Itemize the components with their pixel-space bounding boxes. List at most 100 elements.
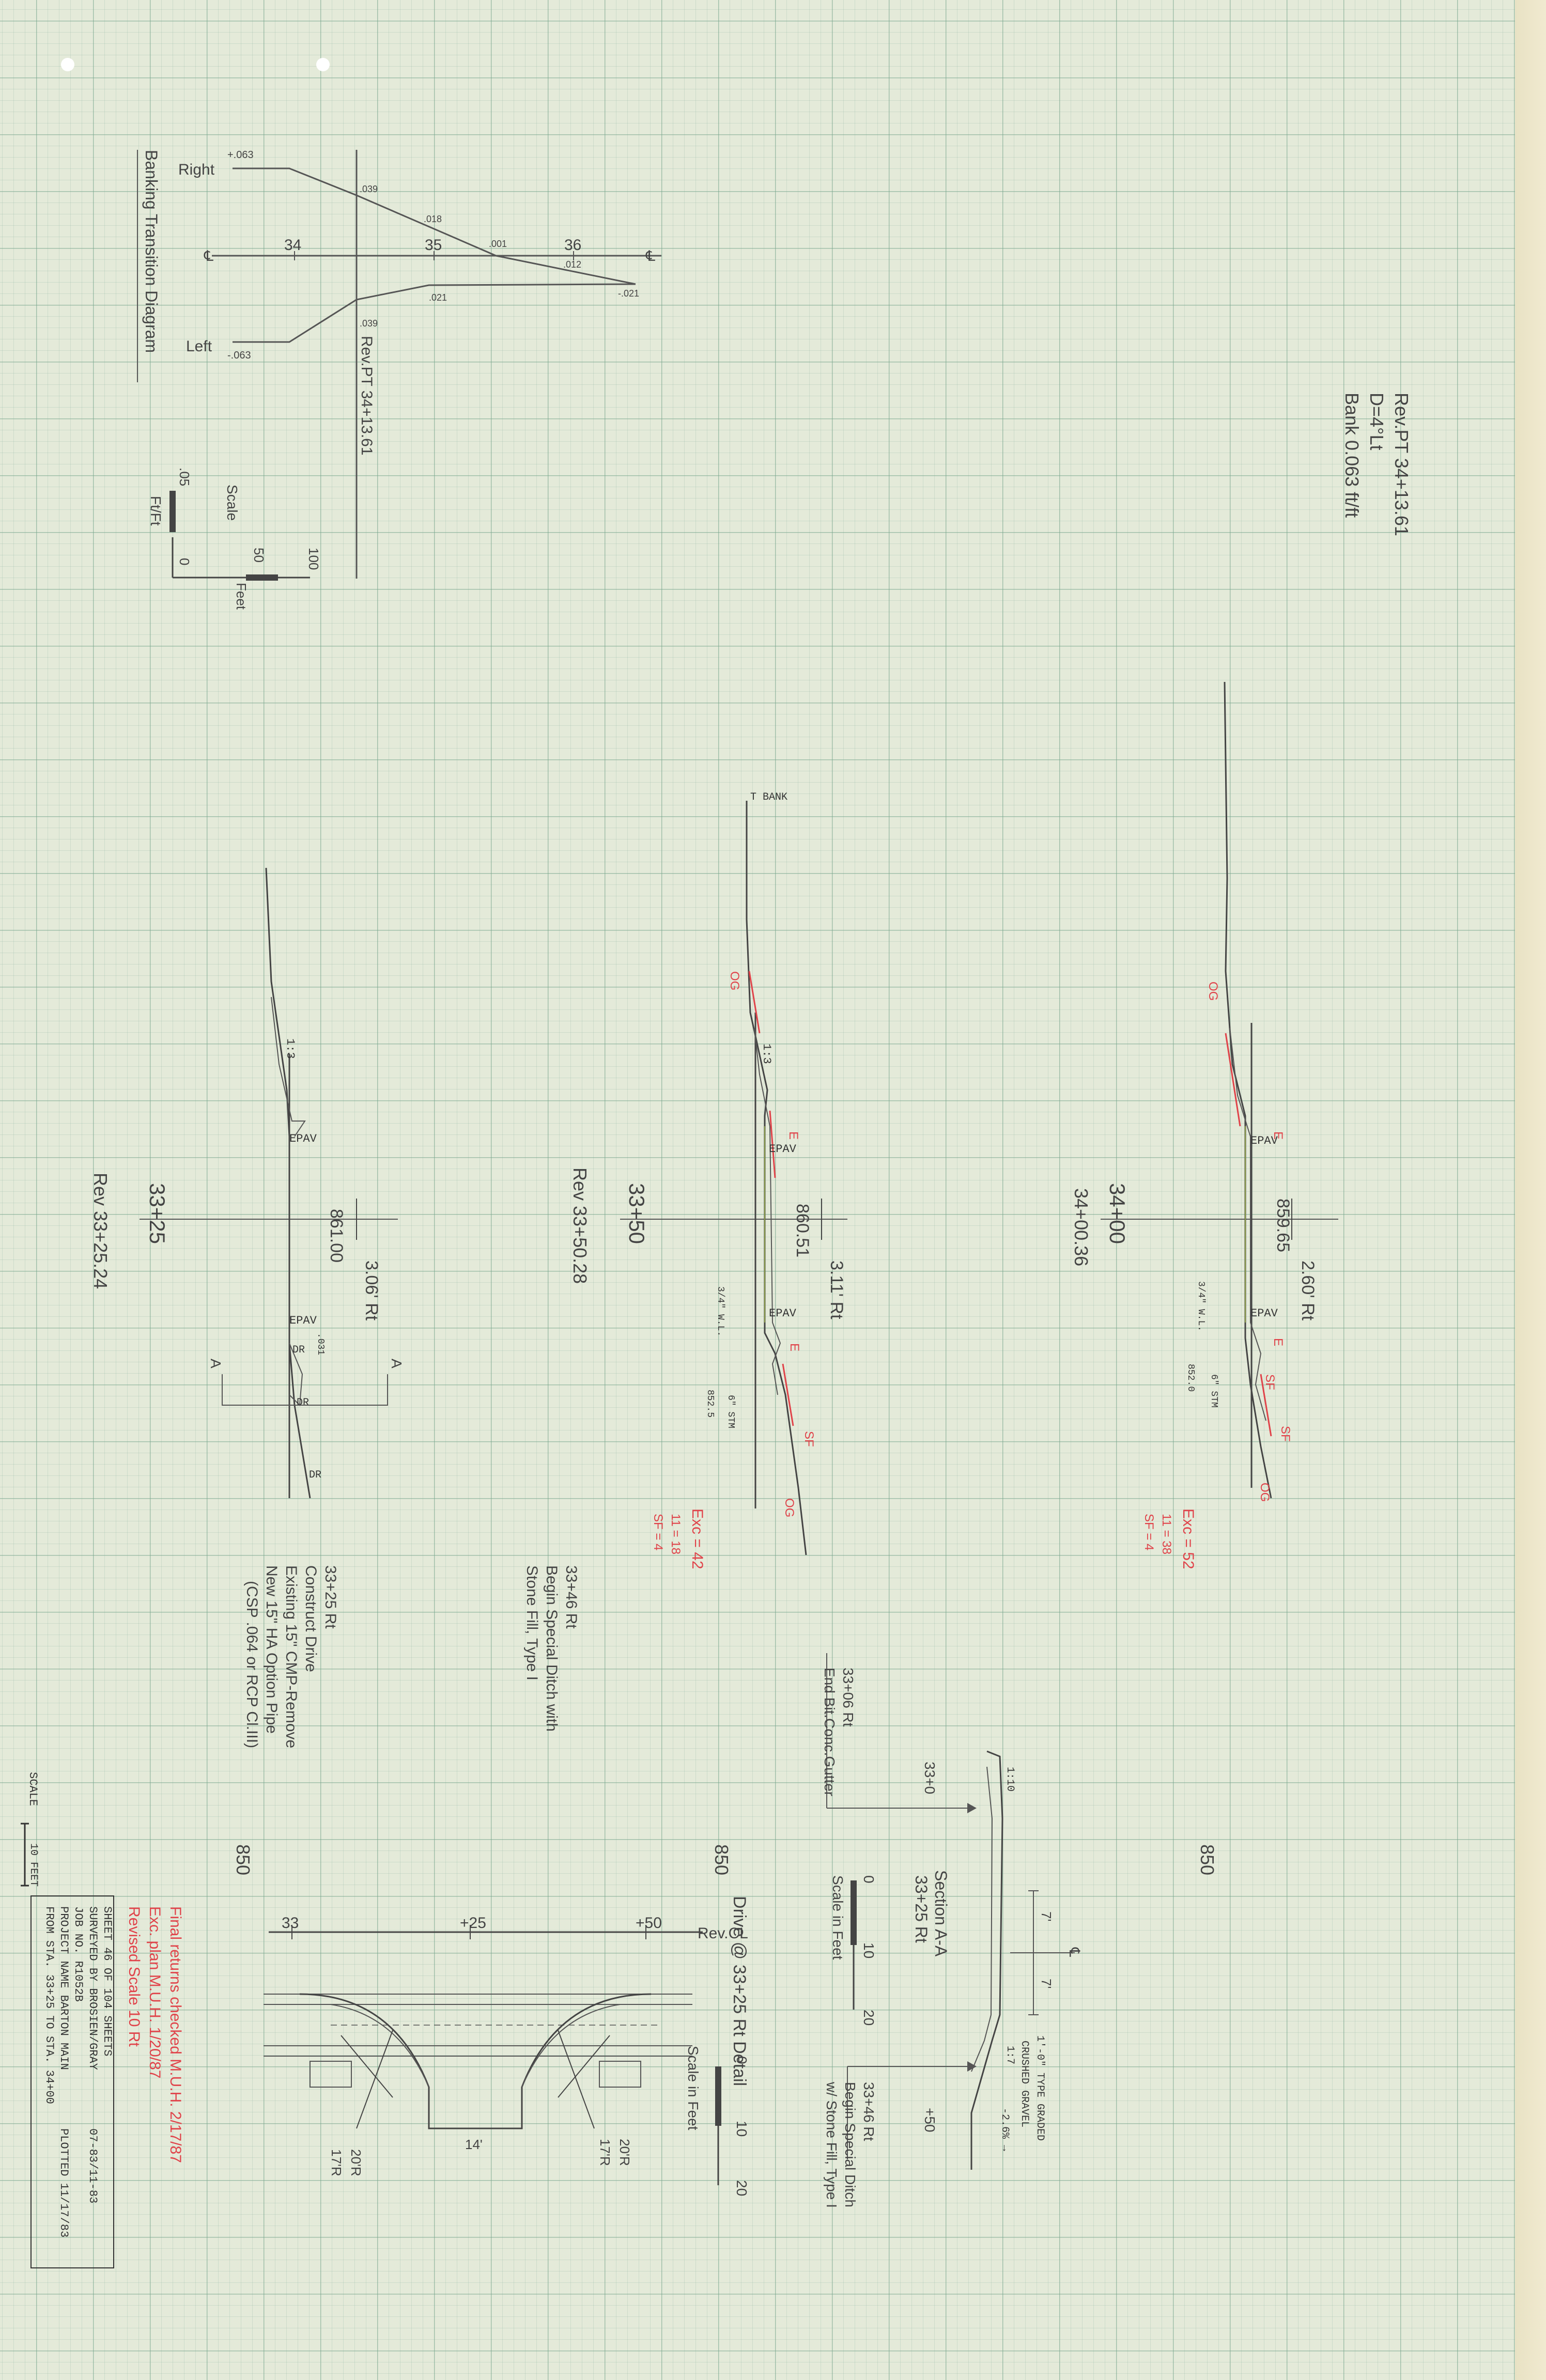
svg-text:20'R: 20'R <box>348 2149 364 2176</box>
svg-text:6" STM: 6" STM <box>1209 1374 1219 1408</box>
cross-section-34-00: EPAV EPAV 3/4" W.L. 852.0 6" STM OG OG E… <box>1071 681 1338 1875</box>
ditch-profile <box>970 1750 1003 2170</box>
svg-text:.031: .031 <box>315 1333 326 1355</box>
svg-text:Rev.CL: Rev.CL <box>698 1925 748 1942</box>
curve-pt: Rev.PT 34+13.61 <box>1391 393 1412 536</box>
svg-text:3/4" W.L.: 3/4" W.L. <box>715 1286 725 1336</box>
svg-text:7': 7' <box>1039 1979 1054 1988</box>
svg-text:17'R: 17'R <box>329 2149 344 2176</box>
svg-text:EPAV: EPAV <box>1250 1307 1278 1320</box>
cross-section-33-50: T BANK 1:3 EPAV EPAV 3/4" W.L. 852.5 6" … <box>523 791 847 1875</box>
svg-text:+50: +50 <box>636 1915 662 1932</box>
svg-text:11 = 18: 11 = 18 <box>669 1514 683 1554</box>
svg-text:DR: DR <box>297 1397 309 1409</box>
svg-text:℄: ℄ <box>1066 1947 1083 1957</box>
svg-text:SF = 4: SF = 4 <box>651 1514 665 1550</box>
svg-text:Revised Scale 10 Rt: Revised Scale 10 Rt <box>126 1906 143 2047</box>
svg-text:DR: DR <box>309 1469 321 1481</box>
right-label: Right <box>178 161 215 178</box>
svg-text:EPAV: EPAV <box>1250 1134 1278 1147</box>
svg-text:Section A-A: Section A-A <box>932 1870 950 1957</box>
svg-text:SF = 4: SF = 4 <box>1142 1514 1156 1550</box>
svg-text:SF: SF <box>1263 1374 1277 1390</box>
right-value: +.063 <box>227 149 254 161</box>
section-a-a-detail: 33+06 Rt End Bit.Conc.Gutter 33+0 Sectio… <box>822 1653 1083 2208</box>
svg-text:100: 100 <box>306 548 321 570</box>
banking-scale: Scale 100 50 Feet .05 0 Ft/Ft <box>148 468 321 610</box>
svg-text:0: 0 <box>734 2056 750 2064</box>
value-label: .012 <box>563 259 581 270</box>
svg-text:FROM STA. 33+25 TO STA. 3: FROM STA. 33+25 TO STA. 34+00 <box>43 1906 56 2104</box>
rev-station: Rev 33+25.24 <box>90 1173 111 1289</box>
scale-label: Scale <box>224 485 240 521</box>
svg-text:SF: SF <box>1278 1426 1292 1442</box>
svg-text:Begin Special Ditch: Begin Special Ditch <box>842 2082 858 2207</box>
svg-text:+25: +25 <box>460 1915 486 1932</box>
drive-detail-title: Drive @ 33+25 Rt Detail <box>730 1896 749 2086</box>
drive-detail: 33 +25 +50 Rev.CL Drive @ 33+25 Rt Detai… <box>264 1896 750 2196</box>
svg-text:33+06 Rt: 33+06 Rt <box>840 1668 856 1727</box>
svg-text:E: E <box>787 1343 801 1351</box>
punch-hole <box>61 58 74 71</box>
svg-text:33+25 Rt: 33+25 Rt <box>912 1875 931 1943</box>
svg-text:10 FEET: 10 FEET <box>27 1843 39 1887</box>
station-label: 36 <box>564 237 581 254</box>
curve-bank: Bank 0.063 ft/ft <box>1341 393 1363 518</box>
offset: 2.60' Rt <box>1298 1261 1318 1321</box>
svg-text:-2.6% →: -2.6% → <box>999 2108 1011 2151</box>
value-label: .018 <box>424 214 442 224</box>
svg-text:SF: SF <box>802 1431 816 1447</box>
svg-text:0: 0 <box>861 1875 877 1884</box>
elevation: 859.65 <box>1273 1199 1293 1252</box>
svg-text:Exc. plan M.U.H. 1/20/87: Exc. plan M.U.H. 1/20/87 <box>146 1906 163 2079</box>
svg-text:Stone Fill, Type I: Stone Fill, Type I <box>523 1565 540 1681</box>
svg-text:33+0: 33+0 <box>922 1762 938 1794</box>
title-block: SCALE 10 FEET FROM STA. 33+25 TO STA. 34… <box>21 1772 184 2268</box>
svg-text:New 15" HA Option Pipe: New 15" HA Option Pipe <box>263 1565 280 1734</box>
offset: 3.11' Rt <box>827 1261 846 1319</box>
svg-text:852.0: 852.0 <box>1185 1364 1196 1392</box>
value-label: .001 <box>489 239 507 249</box>
svg-text:852.5: 852.5 <box>705 1390 715 1418</box>
svg-text:33+46 Rt: 33+46 Rt <box>861 2082 877 2141</box>
station: 33+50 <box>625 1183 649 1244</box>
svg-text:07-83/11-83: 07-83/11-83 <box>86 2128 99 2203</box>
svg-text:Exc = 42: Exc = 42 <box>689 1508 706 1569</box>
svg-text:JOB NO. R1052B: JOB NO. R1052B <box>72 1906 85 2002</box>
svg-text:17'R: 17'R <box>597 2139 613 2166</box>
elevation: 861.00 <box>327 1209 346 1263</box>
svg-text:Exc = 52: Exc = 52 <box>1180 1508 1197 1569</box>
svg-text:EPAV: EPAV <box>769 1143 797 1156</box>
epav-label: EPAV <box>289 1132 317 1145</box>
svg-text:OG: OG <box>782 1498 796 1517</box>
curve-data: Rev.PT 34+13.61 D=4°Lt Bank 0.063 ft/ft <box>1341 393 1412 536</box>
svg-text:850: 850 <box>711 1844 732 1875</box>
svg-text:SHEET 46 OF 104 SHEETS: SHEET 46 OF 104 SHEETS <box>101 1906 114 2056</box>
svg-text:A: A <box>208 1359 224 1368</box>
svg-text:Final returns checked M.U.H.: Final returns checked M.U.H. 2/17/87 <box>167 1906 184 2163</box>
svg-text:1:10: 1:10 <box>1004 1767 1016 1792</box>
elevation: 860.51 <box>793 1204 812 1257</box>
offset: 3.06' Rt <box>362 1261 381 1321</box>
station-label: 35 <box>425 237 442 254</box>
svg-text:DR: DR <box>292 1344 305 1356</box>
svg-text:1:3: 1:3 <box>760 1044 773 1064</box>
svg-text:20'R: 20'R <box>617 2139 632 2166</box>
sheet-edge <box>1515 0 1546 2380</box>
svg-text:OG: OG <box>1258 1483 1272 1502</box>
svg-text:1'-0" TYPE GRADED: 1'-0" TYPE GRADED <box>1034 2035 1046 2141</box>
left-value: -.063 <box>227 350 251 361</box>
cross-section-33-25: 1:3 EPAV EPAV .031 DR DR DR A A 861.00 3… <box>90 867 405 1875</box>
svg-text:w/ Stone Fill, Type I: w/ Stone Fill, Type I <box>824 2081 840 2208</box>
svg-text:SURVEYED BY BROSIEN/GRAY: SURVEYED BY BROSIEN/GRAY <box>86 1906 99 2070</box>
svg-text:850: 850 <box>1197 1844 1218 1875</box>
svg-text:3/4" W.L.: 3/4" W.L. <box>1196 1281 1206 1331</box>
station: 33+25 <box>145 1183 169 1244</box>
svg-text:.05: .05 <box>177 468 192 486</box>
value-label: .039 <box>360 184 378 194</box>
svg-text:E: E <box>1271 1131 1285 1140</box>
left-label: Left <box>186 338 212 355</box>
svg-text:33+46 Rt: 33+46 Rt <box>563 1565 580 1629</box>
svg-text:PROJECT NAME BARTON MAIN: PROJECT NAME BARTON MAIN <box>57 1906 70 2070</box>
